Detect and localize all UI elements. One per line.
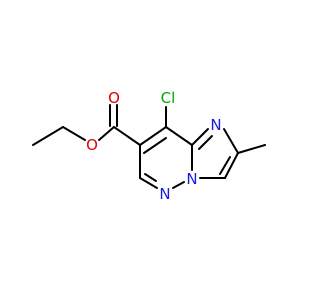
bond-c8a-n1-inner (198, 135, 213, 150)
atom-imidazole-nitrogen: N (210, 116, 221, 134)
bond-ester-o-carbonyl (98, 126, 115, 141)
bond-c2-methyl (237, 144, 266, 154)
atom-ester-oxygen: O (86, 136, 98, 154)
bond-c2-c3 (224, 152, 239, 179)
bond-n5-c6 (139, 177, 158, 189)
atom-chlorine: Cl (161, 89, 176, 107)
atom-bridgehead-nitrogen: N (186, 170, 197, 188)
bond-carbonyl-c7 (113, 126, 141, 146)
bond-c8a-n1 (191, 128, 209, 146)
molecule-canvas: Cl O O N N N (32, 89, 266, 203)
bond-ethyl-ch3-ch2 (32, 126, 64, 146)
bonds (32, 104, 266, 189)
bond-ethyl-ch2-o (62, 126, 86, 141)
bond-c7-c8-inner (143, 137, 167, 154)
bond-n4-n5 (172, 181, 185, 189)
bond-n1-c2 (223, 128, 239, 154)
molecule-structure: Cl O O N N N (32, 89, 266, 203)
bond-c2-c3-inner (219, 156, 231, 175)
atom-carbonyl-oxygen: O (108, 89, 120, 107)
bond-c8-c8a (165, 126, 193, 146)
bond-n5-c6-inner (144, 173, 157, 182)
atom-labels: Cl O O N N N (86, 89, 222, 203)
atom-pyridazine-nitrogen: N (159, 185, 170, 203)
bond-c7-c8 (139, 126, 167, 146)
